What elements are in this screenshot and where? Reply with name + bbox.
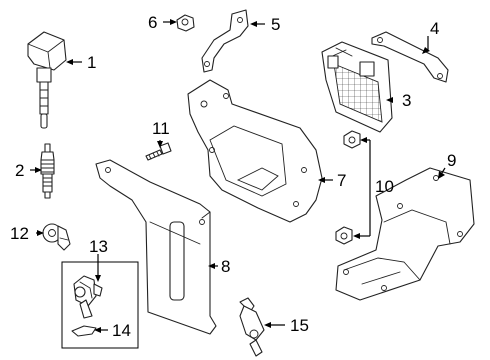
- part-fastener-upper: [343, 130, 361, 149]
- callout-8: 8: [221, 257, 230, 276]
- callout-10: 10: [375, 177, 394, 196]
- callout-4: 4: [430, 19, 439, 38]
- part-engine-control-module: [321, 41, 393, 133]
- part-spark-plug: [40, 143, 55, 199]
- part-main-bracket: [187, 79, 323, 223]
- inset-box: [61, 261, 139, 349]
- part-sensor-with-seal: [73, 275, 103, 319]
- part-small-bracket: [201, 9, 249, 73]
- leader-lines: [30, 19, 446, 333]
- part-position-sensor: [239, 297, 265, 357]
- part-front-bracket: [95, 159, 217, 335]
- callout-numbers: 1 2 3 4 5 6 7 8 9 10 11 12 13 14 15: [10, 13, 456, 340]
- callout-13: 13: [89, 237, 108, 256]
- callout-2: 2: [15, 161, 24, 180]
- part-tray-bracket: [335, 167, 475, 301]
- callout-15: 15: [290, 316, 309, 335]
- callout-9: 9: [447, 151, 456, 170]
- part-knock-sensor: [42, 223, 71, 251]
- callout-1: 1: [87, 53, 96, 72]
- part-fastener-lower: [335, 226, 353, 245]
- callout-14: 14: [112, 321, 131, 340]
- callout-11: 11: [152, 119, 170, 138]
- part-bolt: [145, 142, 172, 161]
- part-ignition-coil: [27, 31, 67, 129]
- callout-3: 3: [402, 91, 411, 110]
- part-o-ring: [71, 325, 97, 337]
- callout-7: 7: [337, 171, 346, 190]
- callout-5: 5: [271, 15, 280, 34]
- part-ecm-bracket: [371, 31, 449, 83]
- callout-12: 12: [10, 224, 29, 243]
- part-nut: [176, 14, 195, 32]
- callout-6: 6: [148, 13, 157, 32]
